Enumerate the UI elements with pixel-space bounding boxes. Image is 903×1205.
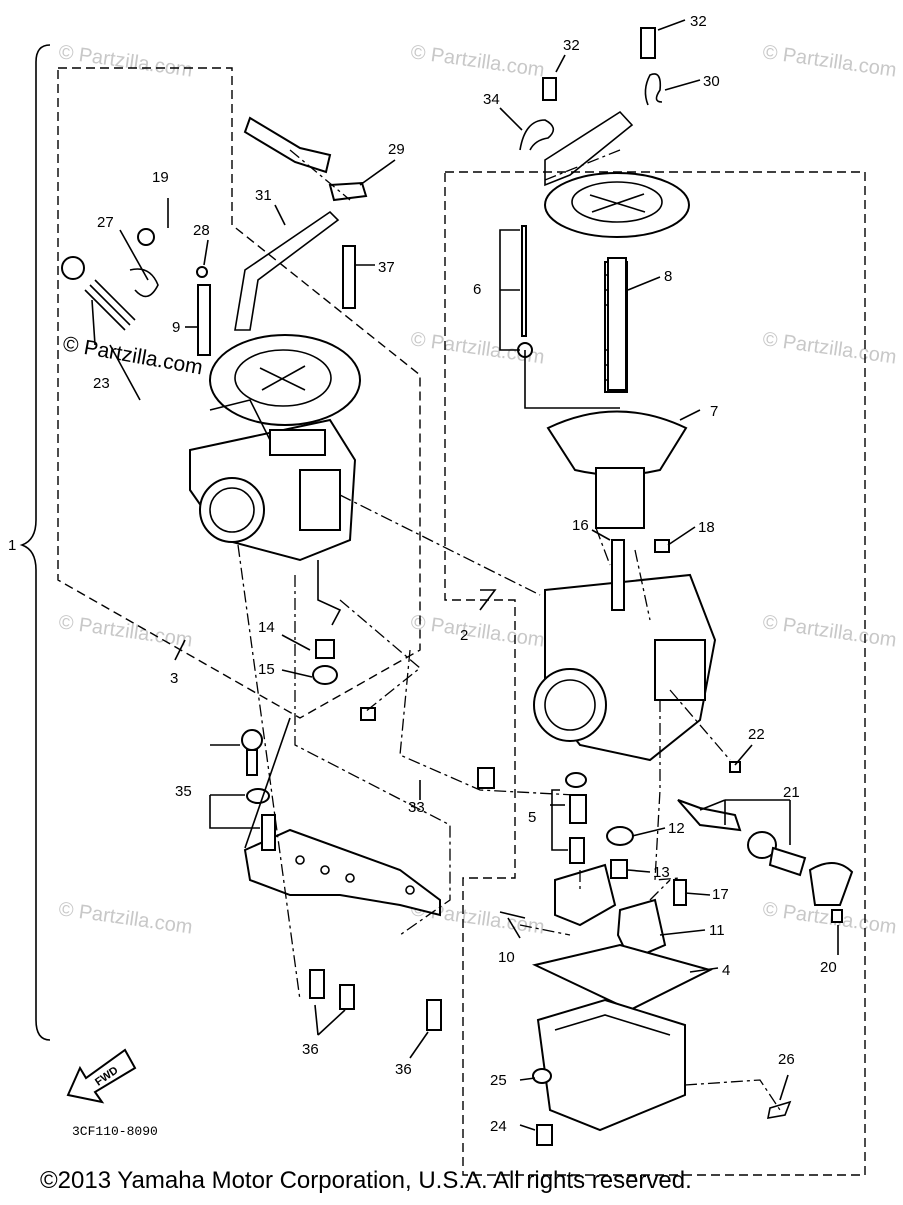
watermark: © Partzilla.com bbox=[409, 611, 546, 652]
callout-5: 5 bbox=[528, 809, 536, 826]
upper-hardware bbox=[234, 27, 663, 391]
joint-bracket bbox=[241, 707, 495, 1031]
callout-37: 37 bbox=[378, 259, 395, 276]
callout-labels: 1 2 3 4 5 6 7 8 9 10 11 12 13 14 15 16 1… bbox=[8, 13, 837, 1135]
right-carburetor bbox=[533, 172, 717, 762]
fwd-arrow: FWD bbox=[66, 1048, 137, 1104]
right-hardware bbox=[499, 539, 854, 1146]
callout-13: 13 bbox=[653, 864, 670, 881]
callout-19: 19 bbox=[152, 169, 169, 186]
callout-36: 36 bbox=[302, 1041, 319, 1058]
callout-35: 35 bbox=[175, 783, 192, 800]
callout-26: 26 bbox=[778, 1051, 795, 1068]
callout-6: 6 bbox=[473, 281, 481, 298]
callout-30: 30 bbox=[703, 73, 720, 90]
carb-2-outline bbox=[444, 171, 866, 1176]
callout-1: 1 bbox=[8, 537, 16, 554]
watermark: © Partzilla.com bbox=[409, 41, 546, 82]
callout-21: 21 bbox=[783, 784, 800, 801]
watermark: © Partzilla.com bbox=[761, 41, 898, 82]
carb-1-outline bbox=[57, 67, 421, 719]
callout-7: 7 bbox=[710, 403, 718, 420]
float-assembly bbox=[531, 863, 713, 1132]
callout-34: 34 bbox=[483, 91, 500, 108]
callout-33: 33 bbox=[408, 799, 425, 816]
watermark-dark: © Partzilla.com bbox=[61, 332, 204, 379]
callout-23: 23 bbox=[93, 375, 110, 392]
assembly-lines bbox=[237, 149, 781, 1111]
watermark: © Partzilla.com bbox=[761, 328, 898, 369]
drawing-code: 3CF110-8090 bbox=[72, 1124, 158, 1139]
callout-3: 3 bbox=[170, 670, 178, 687]
left-carburetor bbox=[189, 334, 361, 562]
callout-10: 10 bbox=[498, 949, 515, 966]
callout-32: 32 bbox=[690, 13, 707, 30]
watermark: © Partzilla.com bbox=[57, 611, 194, 652]
callout-16: 16 bbox=[572, 517, 589, 534]
callout-32: 32 bbox=[563, 37, 580, 54]
callout-18: 18 bbox=[698, 519, 715, 536]
left-hardware bbox=[61, 228, 342, 685]
callout-9: 9 bbox=[172, 319, 180, 336]
callout-4: 4 bbox=[722, 962, 730, 979]
callout-28: 28 bbox=[193, 222, 210, 239]
callout-36: 36 bbox=[395, 1061, 412, 1078]
callout-8: 8 bbox=[664, 268, 672, 285]
callout-2: 2 bbox=[460, 627, 468, 644]
assembly-bracket bbox=[19, 44, 51, 1041]
callout-20: 20 bbox=[820, 959, 837, 976]
watermark: © Partzilla.com bbox=[57, 898, 194, 939]
callout-24: 24 bbox=[490, 1118, 507, 1135]
callout-25: 25 bbox=[490, 1072, 507, 1089]
callout-27: 27 bbox=[97, 214, 114, 231]
callout-29: 29 bbox=[388, 141, 405, 158]
watermarks: © Partzilla.com © Partzilla.com © Partzi… bbox=[57, 41, 898, 939]
watermark: © Partzilla.com bbox=[57, 41, 194, 82]
callout-15: 15 bbox=[258, 661, 275, 678]
watermark: © Partzilla.com bbox=[761, 611, 898, 652]
copyright-notice: ©2013 Yamaha Motor Corporation, U.S.A. A… bbox=[40, 1167, 692, 1194]
callout-11: 11 bbox=[709, 922, 725, 939]
callout-14: 14 bbox=[258, 619, 275, 636]
callout-31: 31 bbox=[255, 187, 272, 204]
callout-12: 12 bbox=[668, 820, 685, 837]
callout-22: 22 bbox=[748, 726, 765, 743]
callout-17: 17 bbox=[712, 886, 729, 903]
leader-lines bbox=[91, 19, 839, 1131]
